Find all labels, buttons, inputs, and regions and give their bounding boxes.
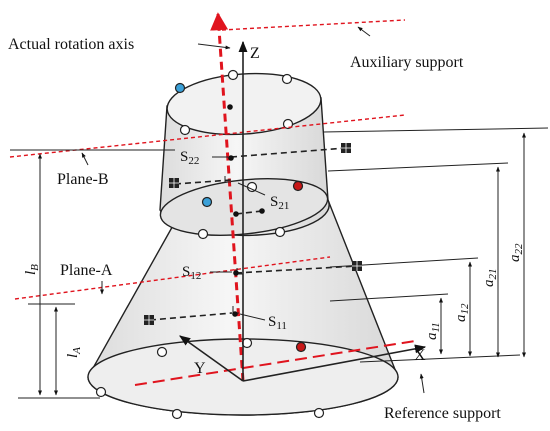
dim-lb-label: lB <box>23 264 41 275</box>
red-sensor-base <box>295 341 307 353</box>
support-pads <box>95 69 325 420</box>
auxiliary-support-line <box>221 19 406 31</box>
dim-a11-label: a11 <box>424 322 442 340</box>
actual-rotation-axis-label: Actual rotation axis <box>8 36 134 53</box>
upper-cylinder <box>159 72 330 237</box>
blue-sensor-top <box>174 82 186 94</box>
reference-support-label: Reference support <box>384 405 501 422</box>
y-axis <box>179 335 244 382</box>
blue-sensor-mid <box>201 196 213 208</box>
red-sensor-mid <box>292 180 304 192</box>
s22-label: S22 <box>180 149 199 167</box>
y-axis-label: Y <box>194 360 206 377</box>
top-ellipse <box>166 72 322 136</box>
x-axis <box>242 344 427 382</box>
plane-a-label: Plane-A <box>60 262 113 279</box>
x-axis-label: X <box>414 347 426 364</box>
dim-a12-label: a12 <box>453 303 471 322</box>
axis-points <box>227 104 265 317</box>
s12-label: S12 <box>182 264 201 282</box>
reference-support-line <box>134 340 416 386</box>
leader-lines <box>81 26 425 394</box>
s11-label: S11 <box>268 314 287 332</box>
plane-a-line <box>14 256 331 300</box>
s21-label: S21 <box>270 194 289 212</box>
dim-a21-label: a21 <box>481 269 499 288</box>
measurement-lines <box>149 147 358 321</box>
plane-b-label: Plane-B <box>57 171 109 188</box>
coordinate-axes <box>179 40 427 382</box>
dim-a22-label: a22 <box>507 243 525 262</box>
actual-rotation-axis-line <box>210 12 245 382</box>
z-axis-label: Z <box>250 45 260 62</box>
dim-la-label: lA <box>65 347 83 358</box>
auxiliary-support-label: Auxiliary support <box>350 54 464 71</box>
sensor-square-grid <box>144 143 362 325</box>
middle-ellipse <box>159 178 329 236</box>
dimension-arrows <box>38 132 526 396</box>
